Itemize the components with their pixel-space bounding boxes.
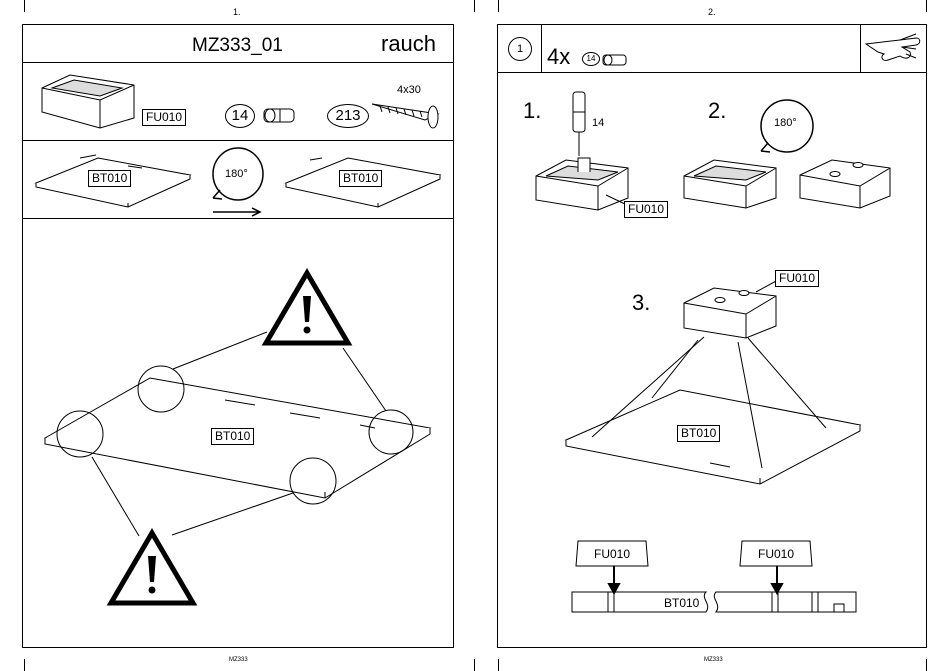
box-icon [684,160,776,208]
box-flipped-icon [800,160,890,208]
substep-1: 1. [523,98,541,124]
rotate-label: 180° [774,117,797,129]
box-flipped-icon [684,288,776,338]
substep-2: 2. [708,98,726,124]
section-panel-label: BT010 [664,596,699,610]
dowel-icon [603,55,626,65]
box-label: FU010 [775,270,819,287]
arrow-down-icon [609,566,782,593]
hand-icon [866,34,920,60]
dowel-vertical-icon [573,92,585,156]
dowel-size: 14 [592,117,604,129]
box-label: FU010 [624,201,668,218]
section-right-label: FU010 [758,547,794,561]
section-left-label: FU010 [594,547,630,561]
panel-label: BT010 [677,425,720,442]
box-icon [536,158,628,210]
substep-3: 3. [632,290,650,316]
